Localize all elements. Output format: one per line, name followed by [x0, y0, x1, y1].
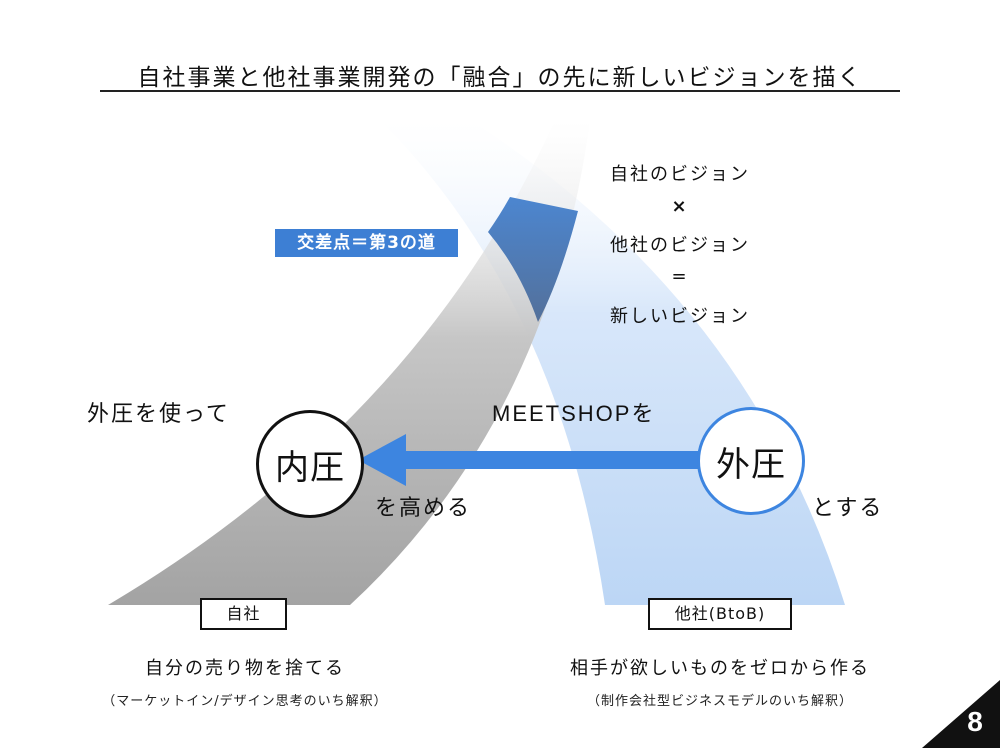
inner-pressure-label: 内圧: [275, 447, 345, 488]
other-company-subtext: （制作会社型ビジネスモデルのいち解釈）: [586, 694, 853, 709]
vision-other: 他社のビジョン: [610, 235, 750, 256]
page-number: 8: [967, 706, 983, 737]
title-underline: [100, 90, 900, 92]
right-bottom-text: とする: [812, 496, 884, 521]
intersection-area: [488, 197, 578, 322]
page-title: 自社事業と他社事業開発の「融合」の先に新しいビジョンを描く: [137, 65, 863, 91]
inner-pressure-circle: 内圧: [256, 410, 364, 518]
other-company-tag: 他社(BtoB): [648, 598, 792, 630]
other-company-description: 相手が欲しいものをゼロから作る: [570, 658, 870, 679]
right-top-text: MEETSHOPを: [492, 401, 656, 426]
times-sign: ×: [671, 196, 689, 217]
vision-new: 新しいビジョン: [610, 306, 750, 327]
outer-pressure-label: 外圧: [716, 444, 786, 485]
own-company-description: 自分の売り物を捨てる: [145, 658, 345, 679]
page-corner-triangle: [922, 680, 1000, 748]
own-company-band: [108, 120, 590, 605]
left-bottom-text: を高める: [375, 496, 472, 521]
own-company-subtext: （マーケットイン/デザイン思考のいち解釈）: [102, 694, 388, 709]
vision-own: 自社のビジョン: [610, 164, 750, 185]
own-company-tag: 自社: [200, 598, 287, 630]
outer-pressure-circle: 外圧: [697, 407, 805, 515]
left-top-text: 外圧を使って: [87, 402, 230, 427]
equals-sign: =: [671, 266, 689, 287]
pressure-arrow: [358, 434, 710, 486]
intersection-badge: 交差点＝第3の道: [275, 229, 458, 257]
